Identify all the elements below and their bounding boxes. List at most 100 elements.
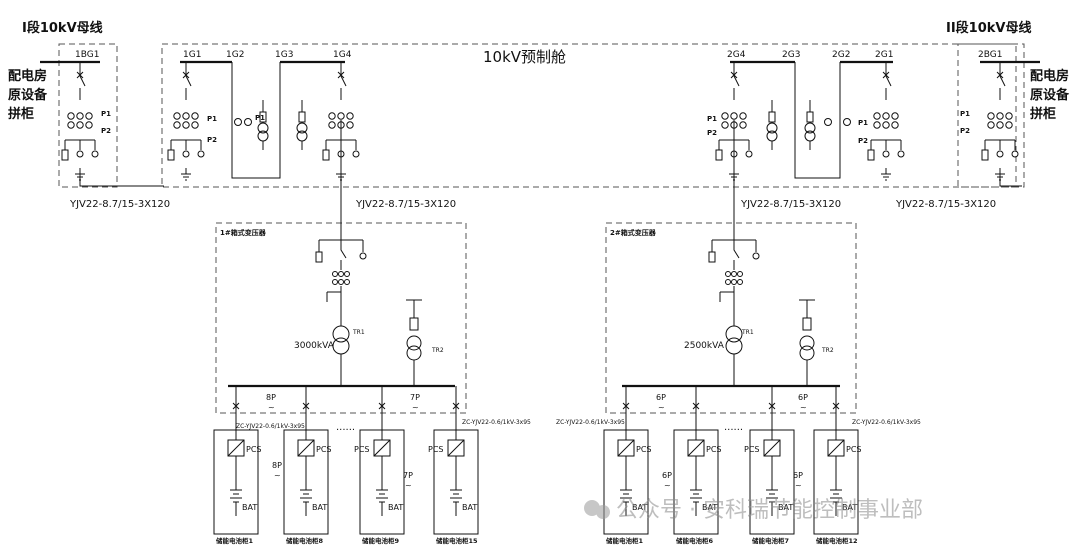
feeder-1bg1-breaker-mark: [76, 71, 84, 79]
cabinet-1g1: 1G1: [183, 50, 201, 60]
t2-left-tilde: ~: [658, 403, 665, 412]
feeder-1g4-fuse: [322, 149, 330, 161]
transformer-2-fb-2: [737, 279, 743, 285]
transformer-1-tr2: TR2: [431, 347, 444, 354]
unit-left-0-feed: [232, 386, 240, 440]
cable-line-left: [79, 170, 164, 187]
old-cabinet-right-1: 配电房: [1030, 68, 1069, 84]
unit-name-left-2: 储能电池柜9: [361, 536, 400, 545]
transformer-symbols: [315, 232, 815, 386]
feeder-1g1-branch: [170, 139, 202, 150]
pt-1g2-pt-a: [257, 122, 269, 134]
feeder-2bg1-ct-b-0: [987, 121, 995, 129]
transformer-2-tr1-a: [725, 325, 743, 343]
feeder-1g4-breaker: [340, 62, 347, 100]
feeder-2bg1-fuse: [981, 149, 989, 161]
cable-label-1: YJV22-8.7/15-3X120: [69, 199, 170, 210]
feeder-2g1-ct-2: [891, 112, 899, 120]
transformer-1-tr2-b: [406, 345, 422, 361]
transformer-2-incomer: [733, 232, 740, 264]
feeder-2g1-ct-1: [882, 112, 890, 120]
feeder-2g1-indicator-2: [897, 150, 905, 158]
unit-name-left-3: 储能电池柜15: [435, 536, 478, 545]
cable-label-4: YJV22-8.7/15-3X120: [895, 199, 996, 210]
transformer-1-f-2: [344, 271, 350, 277]
transformer-1-tr1-b: [332, 337, 350, 355]
p1-2g1: P1: [858, 119, 868, 127]
p2-2g1: P2: [858, 137, 868, 145]
bat-label-left-1: BAT: [312, 503, 327, 512]
p2-2g4: P2: [707, 129, 717, 137]
feeder-1bg1-branch: [64, 139, 96, 150]
transformer-1-branch: [318, 239, 364, 252]
transformer-2-indicator: [752, 252, 760, 260]
unit-name-right-2: 储能电池柜7: [751, 536, 789, 545]
meter-2g2b: [843, 118, 851, 126]
feeder-1g1-breaker-mark: [182, 71, 190, 79]
p2-right-old: P2: [960, 127, 970, 135]
pcs-label-right-2: PCS: [744, 445, 760, 454]
unit-left-0-battery: [230, 456, 242, 516]
feeder-1g1-indicator-2: [197, 150, 205, 158]
transformer-2-branch: [711, 239, 757, 252]
unit-left-3-feed: [452, 386, 460, 440]
old-cabinet-left-3: 拼柜: [8, 106, 34, 122]
prefab-cabin-box: [161, 43, 1025, 188]
transformer-2-tr1-b: [725, 337, 743, 355]
meter-1g2: [234, 118, 242, 126]
cabinet-2g4: 2G4: [727, 50, 746, 60]
p2-left-old: P2: [101, 127, 111, 135]
pt-1g3-fuse: [298, 111, 306, 123]
feeder-2g1-ct-b-1: [882, 121, 890, 129]
mid-tilde-left: ~: [274, 471, 281, 480]
mid-p-right: 6P: [662, 471, 672, 480]
feeder-2bg1-ct-b-1: [996, 121, 1004, 129]
p1-1g1: P1: [207, 115, 217, 123]
feeder-2g1-ct-b-0: [873, 121, 881, 129]
unit-right-3-battery: [830, 456, 842, 516]
transformer-2-rating: 2500kVA: [684, 341, 725, 351]
prefab-cabin-label: 10kV预制舱: [483, 48, 566, 66]
p1-right-old: P1: [960, 110, 970, 118]
unit-left-1-feed: [302, 386, 310, 440]
t1-cable-right: ZC-YJV22-0.6/1kV-3x95: [462, 419, 531, 426]
feeder-2g4-breaker-mark: [730, 71, 738, 79]
unit-name-right-3: 储能电池柜12: [815, 536, 858, 545]
unit-right-3-pcs-diag: [827, 439, 845, 457]
feeder-1g4-ct-0: [328, 112, 336, 120]
transformer-1-incomer: [340, 232, 347, 264]
transformer-2-tr1: TR1: [741, 329, 754, 336]
feeder-1g1-breaker: [185, 62, 192, 100]
feeder-2bg1-ct-0: [987, 112, 995, 120]
old-cabinet-left-2: 原设备: [8, 87, 48, 103]
pcs-label-right-0: PCS: [636, 445, 652, 454]
p1-left-old: P1: [101, 110, 111, 118]
bat-label-right-2: BAT: [778, 503, 793, 512]
feeder-1g1-earth: [181, 168, 191, 181]
feeder-1bg1-ct-b-2: [85, 121, 93, 129]
cable-label-3: YJV22-8.7/15-3X120: [740, 199, 841, 210]
feeder-1g1-ct-2: [191, 112, 199, 120]
unit-left-2-feed: [378, 386, 386, 440]
feeder-2g1-fuse: [867, 149, 875, 161]
transformer-2-fuse: [708, 251, 716, 263]
bus-left-label: I段10kV母线: [22, 20, 103, 36]
old-cabinet-left-box: [58, 43, 118, 188]
unit-left-3-pcs-diag: [447, 439, 465, 457]
feeder-2bg1-indicator: [996, 150, 1004, 158]
feeder-2g4-ct-b-2: [739, 121, 747, 129]
p1-2g4: P1: [707, 115, 717, 123]
transformer-2-f-0: [725, 271, 731, 277]
pt-2g2-fuse: [806, 111, 814, 123]
feeder-2g4-indicator-2: [745, 150, 753, 158]
cabinet-1g3: 1G3: [275, 50, 293, 60]
p2-1g1: P2: [207, 136, 217, 144]
unit-right-3-feed: [832, 386, 840, 440]
pcs-label-right-1: PCS: [706, 445, 722, 454]
feeder-1bg1-ct-b-0: [67, 121, 75, 129]
feeder-2bg1-ct-2: [1005, 112, 1013, 120]
unit-left-3-battery: [450, 456, 462, 516]
pcs-label-left-3: PCS: [428, 445, 444, 454]
dots-right: ......: [724, 422, 743, 433]
feeder-1bg1-ct-1: [76, 112, 84, 120]
